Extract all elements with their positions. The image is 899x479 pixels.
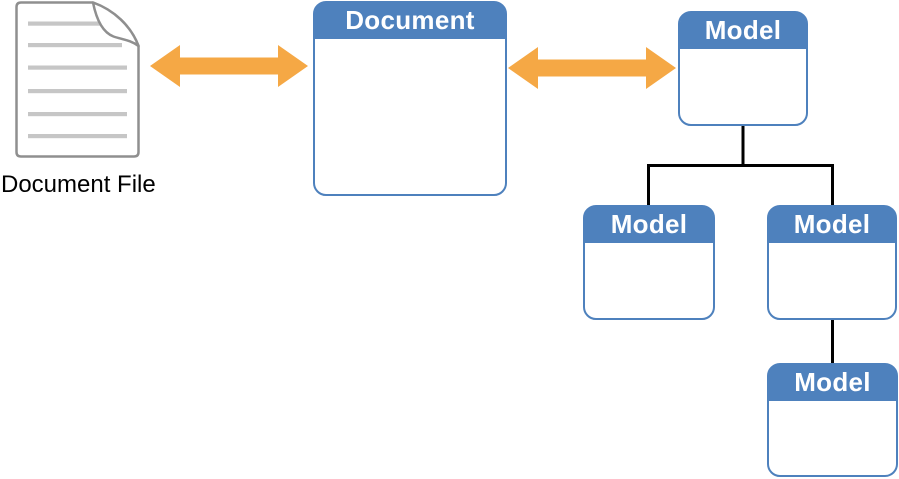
node-model-child-right-title: Model	[793, 209, 871, 239]
page-text-line	[28, 65, 127, 70]
page-text-line	[28, 112, 127, 117]
document-file-label: Document File	[1, 171, 156, 198]
node-model-root-header: Model	[680, 13, 806, 52]
node-document: Document	[313, 1, 507, 196]
node-model-child-left-title: Model	[610, 209, 688, 239]
document-page-icon	[15, 1, 140, 158]
page-text-line	[28, 134, 127, 139]
node-model-child-left: Model	[583, 205, 715, 320]
document-model-arrow	[508, 47, 676, 89]
node-document-title: Document	[345, 5, 475, 35]
page-text-line	[28, 21, 102, 26]
node-model-grandchild: Model	[767, 363, 898, 477]
node-model-child-right: Model	[767, 205, 897, 320]
node-model-root: Model	[678, 11, 808, 126]
node-model-root-title: Model	[704, 15, 782, 45]
node-model-child-left-header: Model	[585, 207, 713, 246]
node-model-grandchild-header: Model	[769, 365, 896, 404]
page-text-line	[28, 89, 127, 94]
node-model-grandchild-title: Model	[794, 367, 871, 397]
file-document-arrow	[150, 45, 308, 87]
page-text-line	[28, 43, 122, 48]
page-fold-corner-icon	[91, 1, 140, 48]
node-model-child-right-header: Model	[769, 207, 895, 246]
node-document-header: Document	[315, 3, 505, 42]
